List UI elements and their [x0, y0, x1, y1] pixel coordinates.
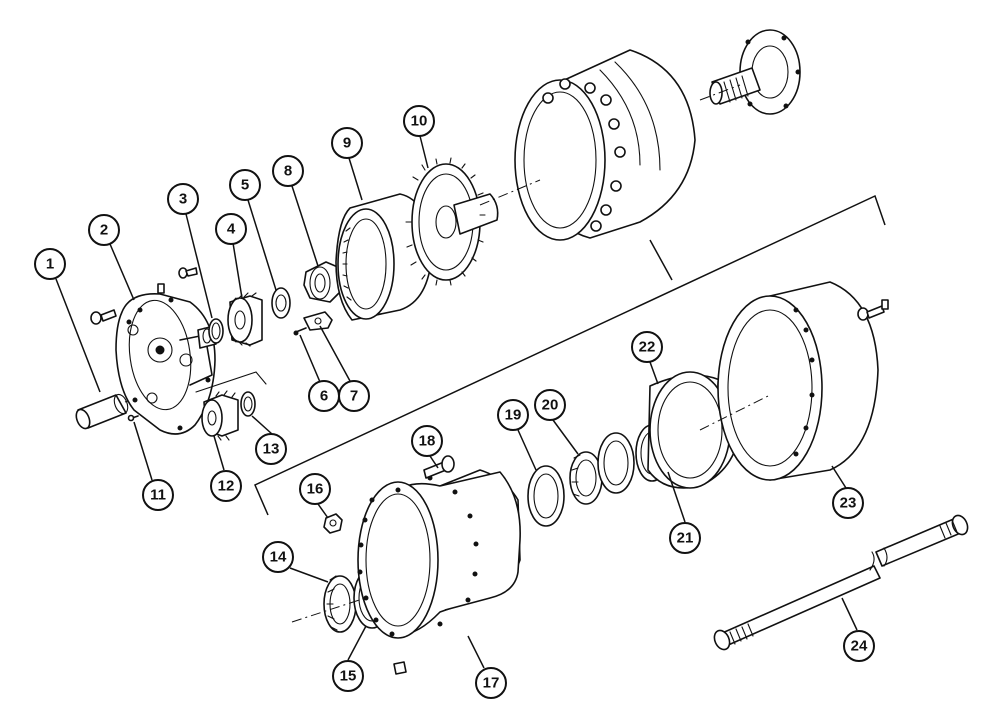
part-22-dust-shield	[647, 371, 741, 489]
svg-text:17: 17	[483, 675, 500, 692]
callout-1: 1	[34, 248, 66, 280]
callout-23: 23	[832, 487, 864, 519]
drum-bolt	[857, 299, 889, 321]
callout-19: 19	[497, 399, 529, 431]
part-2-planet-carrier	[115, 293, 216, 435]
svg-text:15: 15	[340, 668, 357, 685]
part-7-lock-plate	[303, 311, 333, 331]
callout-6: 6	[308, 380, 340, 412]
carrier-fasteners	[90, 267, 217, 349]
callout-22: 22	[631, 331, 663, 363]
part-14-bearing-cone	[323, 575, 357, 633]
svg-text:6: 6	[320, 388, 328, 405]
svg-text:22: 22	[639, 339, 656, 356]
hub-drain-plug	[393, 661, 407, 675]
svg-text:2: 2	[100, 222, 108, 239]
callout-bubbles: 1 2 3 4 5 6 7 8 9 10 11 12 13 14 15 16 1…	[34, 105, 875, 699]
part-8-nut	[303, 261, 343, 303]
svg-text:18: 18	[419, 433, 436, 450]
callout-8: 8	[272, 155, 304, 187]
svg-text:12: 12	[218, 478, 235, 495]
svg-text:16: 16	[307, 481, 324, 498]
callout-24: 24	[843, 630, 875, 662]
part-11-pin	[127, 414, 139, 422]
part-24-axle-shaft	[713, 514, 969, 651]
callout-7: 7	[338, 380, 370, 412]
part-9-ring-gear	[335, 193, 433, 321]
svg-text:3: 3	[179, 191, 187, 208]
part-23-brake-drum	[699, 281, 879, 481]
part-12-planet-gear	[201, 390, 239, 441]
svg-text:10: 10	[411, 113, 428, 130]
callout-3: 3	[167, 183, 199, 215]
callout-17: 17	[475, 667, 507, 699]
callout-21: 21	[669, 522, 701, 554]
part-4-planet-gear	[227, 292, 263, 347]
part-10-sun-gear	[405, 157, 499, 286]
callout-18: 18	[411, 425, 443, 457]
part-20-bearing-cone	[569, 451, 603, 505]
part-13-bracket	[195, 371, 267, 393]
callout-20: 20	[534, 389, 566, 421]
part-17-wheel-hub	[357, 469, 521, 639]
part-18-wheel-stud	[423, 455, 455, 479]
callout-12: 12	[210, 470, 242, 502]
part-5-thrust-washer	[271, 287, 291, 319]
svg-text:19: 19	[505, 407, 522, 424]
part-13-washer	[240, 391, 256, 417]
svg-text:8: 8	[284, 163, 292, 180]
part-19-seal	[527, 465, 565, 527]
flange-shaft	[699, 29, 801, 115]
callout-13: 13	[255, 433, 287, 465]
part-6-screw	[293, 327, 307, 336]
callout-4: 4	[215, 213, 247, 245]
part-3-snap-ring	[208, 318, 224, 344]
callout-5: 5	[229, 169, 261, 201]
callout-15: 15	[332, 660, 364, 692]
svg-text:5: 5	[241, 177, 249, 194]
callout-10: 10	[403, 105, 435, 137]
callout-16: 16	[299, 473, 331, 505]
upper-hub-housing	[479, 49, 696, 241]
svg-text:7: 7	[350, 388, 358, 405]
svg-text:24: 24	[851, 638, 868, 655]
svg-text:20: 20	[542, 397, 559, 414]
callout-11: 11	[142, 479, 174, 511]
svg-text:21: 21	[677, 530, 694, 547]
svg-text:1: 1	[46, 256, 54, 273]
svg-text:13: 13	[263, 441, 280, 458]
svg-text:4: 4	[227, 221, 236, 238]
callout-2: 2	[88, 214, 120, 246]
svg-text:23: 23	[840, 495, 857, 512]
assembly-bracket	[254, 194, 886, 516]
svg-text:11: 11	[150, 487, 166, 504]
svg-text:14: 14	[270, 549, 287, 566]
callout-9: 9	[331, 127, 363, 159]
svg-text:9: 9	[343, 135, 351, 152]
leader-lines	[55, 135, 858, 669]
callout-14: 14	[262, 541, 294, 573]
part-16-nut	[323, 513, 343, 534]
